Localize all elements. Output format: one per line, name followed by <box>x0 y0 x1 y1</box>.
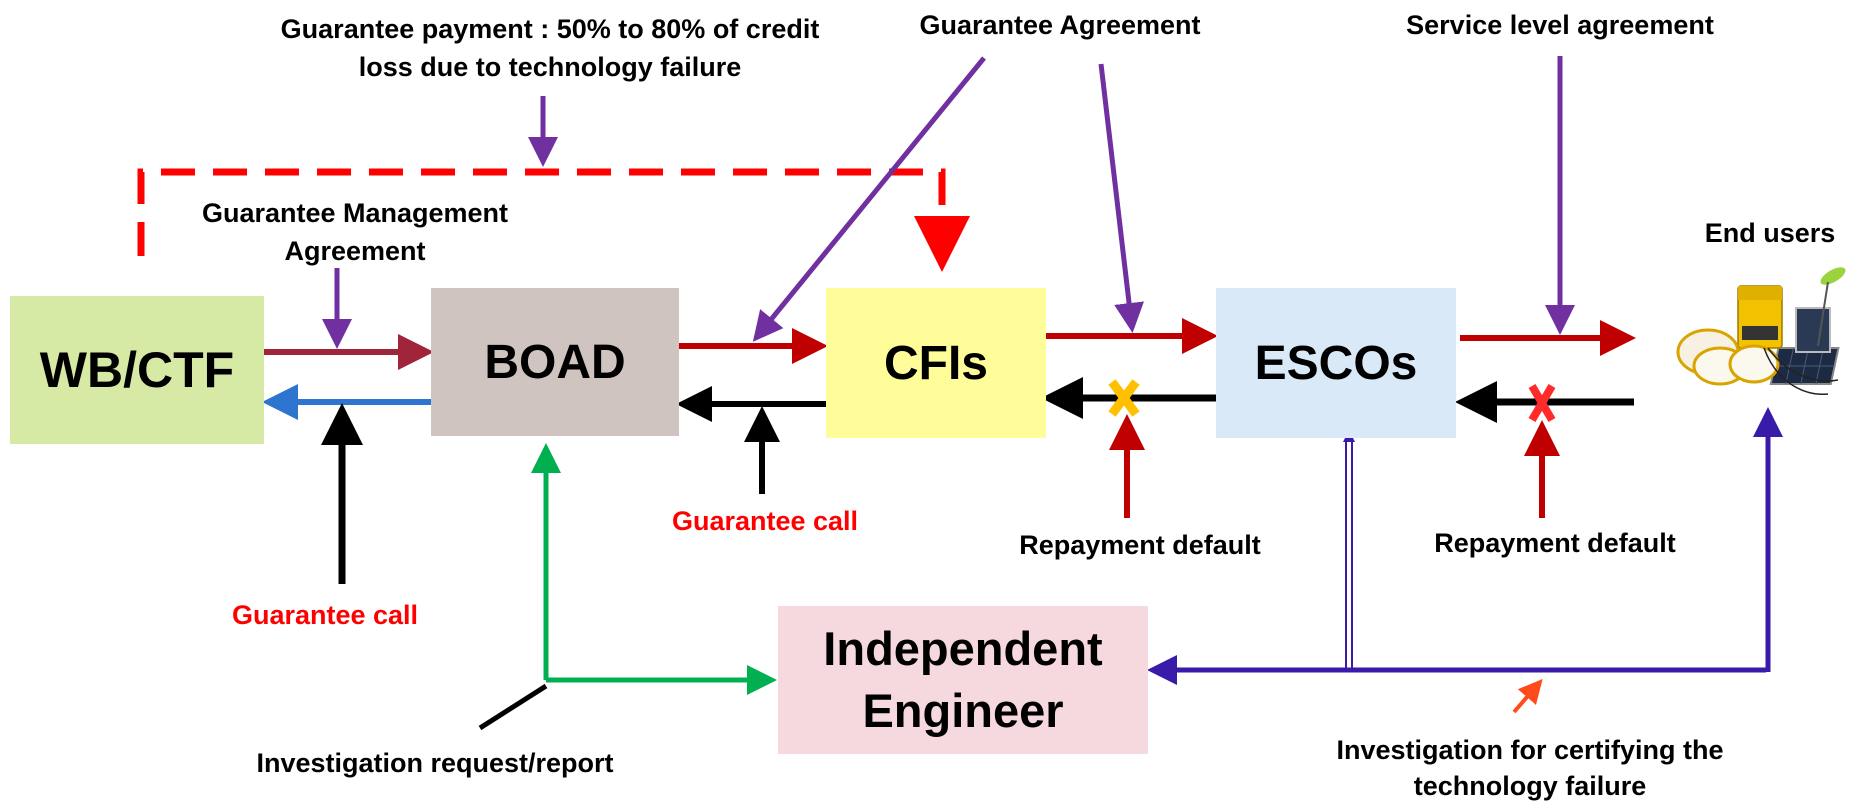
guarantee-agreement-pointer-2 <box>1098 63 1144 333</box>
default-x-mark-escos <box>1528 383 1556 423</box>
guarantee-payment-line2: loss due to technology failure <box>358 52 742 82</box>
gma-label: Guarantee Management Agreement <box>150 194 560 270</box>
service-level-agreement-label: Service level agreement <box>1406 10 1714 40</box>
node-independent-engineer: Independent Engineer <box>778 606 1148 754</box>
investigation-cert-line2: technology failure <box>1413 771 1647 801</box>
guarantee-call-boad-label: Guarantee call <box>671 506 859 536</box>
node-escos-label: ESCOs <box>1254 336 1418 390</box>
node-escos: ESCOs <box>1216 288 1456 438</box>
default-x-mark-cfis <box>1108 379 1140 417</box>
gma-line2: Agreement <box>284 236 426 266</box>
guarantee-agreement-pointer-1 <box>752 56 986 342</box>
node-boad-label: BOAD <box>484 335 626 389</box>
node-wb-ctf-label: WB/CTF <box>39 342 235 398</box>
node-engineer-line1: Independent <box>823 622 1103 675</box>
investigation-request-label: Investigation request/report <box>256 748 614 778</box>
repayment-default-escos-label: Repayment default <box>1434 528 1676 558</box>
node-wb-ctf: WB/CTF <box>10 296 264 444</box>
node-cfis-label: CFIs <box>883 336 988 390</box>
repayment-default-cfis-label: Repayment default <box>1019 530 1261 560</box>
investigation-to-escos-arrow <box>1343 430 1355 668</box>
investigation-cert-pointer <box>1512 678 1543 714</box>
node-cfis: CFIs <box>826 288 1046 438</box>
investigation-request-pointer <box>478 683 548 731</box>
node-boad: BOAD <box>431 288 679 436</box>
end-users-label: End users <box>1704 218 1836 248</box>
gma-line1: Guarantee Management <box>201 198 509 228</box>
investigation-cert-line1: Investigation for certifying the <box>1336 735 1724 765</box>
guarantee-payment-dashed-arrow <box>137 168 970 272</box>
guarantee-payment-label: Guarantee payment : 50% to 80% of credit… <box>200 10 900 86</box>
solar-kit-icon <box>1676 267 1846 395</box>
guarantee-call-wb-label: Guarantee call <box>231 600 419 630</box>
guarantee-payment-line1: Guarantee payment : 50% to 80% of credit <box>280 14 820 44</box>
investigation-cert-label: Investigation for certifying the technol… <box>1280 732 1780 804</box>
guarantee-agreement-label: Guarantee Agreement <box>919 10 1201 40</box>
node-engineer-line2: Engineer <box>862 684 1064 737</box>
